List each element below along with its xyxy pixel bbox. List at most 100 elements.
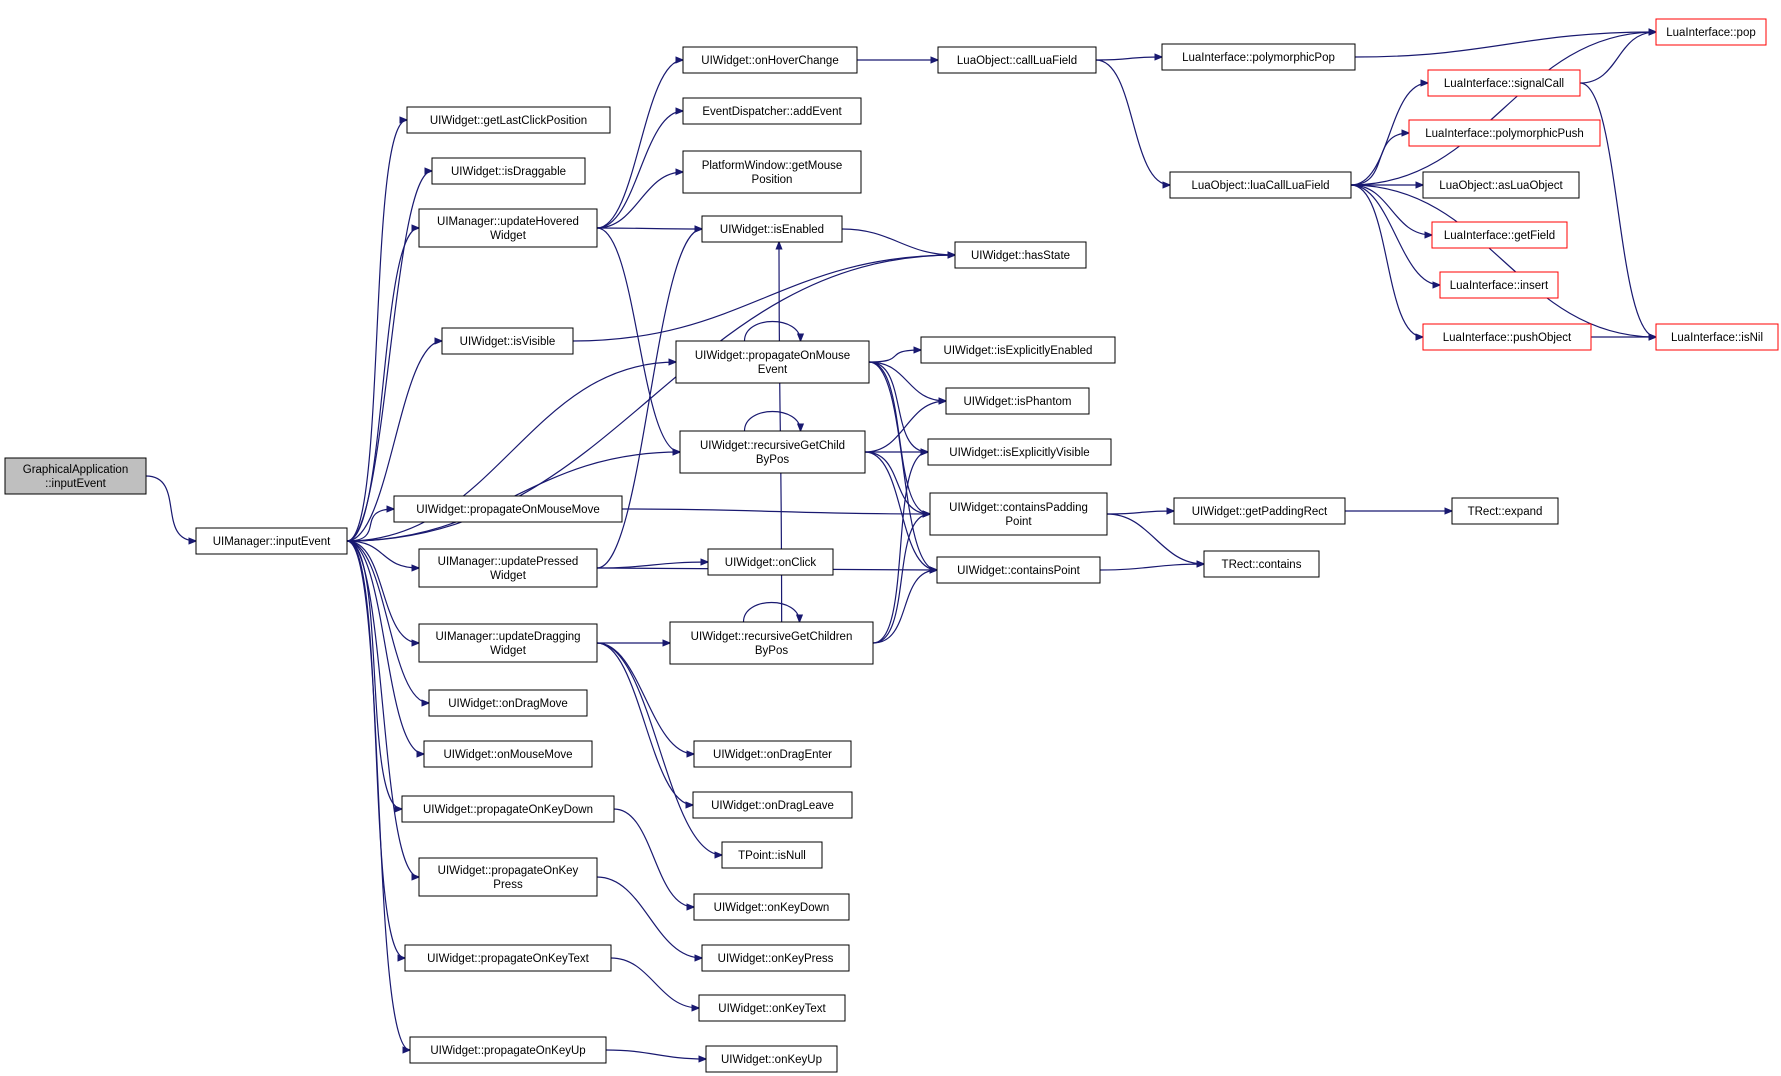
node-n28[interactable]: UIWidget::onKeyText bbox=[698, 994, 846, 1022]
edge-n30-n38 bbox=[1095, 59, 1170, 185]
node-n45[interactable]: LuaInterface::insert bbox=[1439, 271, 1559, 299]
node-n24[interactable]: UIWidget::onDragLeave bbox=[692, 791, 853, 819]
edge-n1-n11 bbox=[346, 540, 402, 809]
node-label: UIManager::updateHovered bbox=[437, 216, 579, 228]
edge-n14-n29 bbox=[605, 1049, 706, 1059]
node-label: LuaInterface::getField bbox=[1444, 230, 1555, 242]
node-n27[interactable]: UIWidget::onKeyPress bbox=[701, 944, 850, 972]
node-n11[interactable]: UIWidget::propagateOnKeyDown bbox=[401, 795, 615, 823]
node-box bbox=[409, 1036, 607, 1064]
edge-n8-n24 bbox=[596, 642, 693, 805]
node-box bbox=[692, 791, 853, 819]
node-label: Event bbox=[758, 364, 788, 376]
node-label: UIWidget::propagateOnKeyDown bbox=[423, 804, 593, 816]
node-n13[interactable]: UIWidget::propagateOnKeyText bbox=[404, 944, 612, 972]
edge-n4-n17 bbox=[596, 172, 683, 229]
edge-n1-n5 bbox=[346, 341, 442, 542]
node-n21[interactable]: UIWidget::onClick bbox=[707, 548, 834, 576]
node-label: TRect::expand bbox=[1468, 506, 1543, 518]
node-n5[interactable]: UIWidget::isVisible bbox=[441, 327, 574, 355]
node-label: UIWidget::isExplicitlyEnabled bbox=[944, 345, 1093, 357]
edge-n30-n37 bbox=[1095, 57, 1162, 60]
node-box bbox=[945, 387, 1090, 415]
node-n16[interactable]: EventDispatcher::addEvent bbox=[682, 97, 862, 125]
edge-n12-n27 bbox=[596, 876, 702, 958]
node-box bbox=[418, 548, 598, 588]
node-label: UIWidget::onClick bbox=[725, 557, 817, 569]
node-n48[interactable]: LuaInterface::pop bbox=[1655, 18, 1767, 46]
node-n14[interactable]: UIWidget::propagateOnKeyUp bbox=[409, 1036, 607, 1064]
node-n10[interactable]: UIWidget::onMouseMove bbox=[423, 740, 593, 768]
node-n37[interactable]: LuaInterface::polymorphicPop bbox=[1161, 43, 1356, 71]
node-n39[interactable]: UIWidget::getPaddingRect bbox=[1173, 497, 1346, 525]
node-n1[interactable]: UIManager::inputEvent bbox=[195, 527, 348, 555]
node-box bbox=[929, 492, 1108, 536]
edge-n1-n9 bbox=[346, 540, 429, 703]
node-box bbox=[1203, 550, 1320, 578]
node-label: UIWidget::isDraggable bbox=[451, 166, 566, 178]
node-box bbox=[669, 621, 874, 665]
node-box bbox=[418, 208, 598, 248]
node-n6[interactable]: UIWidget::propagateOnMouseMove bbox=[393, 495, 623, 523]
node-label: UIWidget::onDragMove bbox=[448, 698, 568, 710]
node-n30[interactable]: LuaObject::callLuaField bbox=[937, 46, 1097, 74]
node-label: UIWidget::propagateOnKeyUp bbox=[430, 1045, 585, 1057]
node-label: Widget bbox=[490, 645, 527, 657]
node-label: UIManager::inputEvent bbox=[213, 536, 331, 548]
node-n23[interactable]: UIWidget::onDragEnter bbox=[693, 740, 852, 768]
node-n18[interactable]: UIWidget::isEnabled bbox=[701, 215, 843, 243]
node-n32[interactable]: UIWidget::isExplicitlyEnabled bbox=[920, 336, 1116, 364]
node-n41[interactable]: LuaInterface::signalCall bbox=[1427, 69, 1581, 97]
node-box bbox=[954, 241, 1087, 269]
node-n25[interactable]: TPoint::isNull bbox=[721, 841, 823, 869]
node-n31[interactable]: UIWidget::hasState bbox=[954, 241, 1087, 269]
node-n40[interactable]: TRect::contains bbox=[1203, 550, 1320, 578]
node-n29[interactable]: UIWidget::onKeyUp bbox=[705, 1045, 838, 1073]
node-n3[interactable]: UIWidget::isDraggable bbox=[431, 157, 586, 185]
edge-n38-n45 bbox=[1350, 184, 1440, 285]
node-box bbox=[431, 157, 586, 185]
node-box bbox=[404, 944, 612, 972]
edge-n4-n20 bbox=[596, 227, 680, 452]
node-n47[interactable]: TRect::expand bbox=[1451, 497, 1559, 525]
node-n36[interactable]: UIWidget::containsPoint bbox=[936, 556, 1101, 584]
node-box bbox=[195, 527, 348, 555]
node-n49[interactable]: LuaInterface::isNil bbox=[1655, 323, 1779, 351]
node-label: Position bbox=[752, 174, 793, 186]
node-label: UIWidget::onMouseMove bbox=[443, 749, 572, 761]
edge-layer bbox=[145, 32, 1656, 1059]
node-box bbox=[707, 548, 834, 576]
node-box bbox=[1439, 271, 1559, 299]
node-n0[interactable]: GraphicalApplication::inputEvent bbox=[4, 457, 147, 495]
node-box bbox=[1408, 119, 1601, 147]
node-n33[interactable]: UIWidget::isPhantom bbox=[945, 387, 1090, 415]
edge-n19-n34 bbox=[868, 361, 928, 452]
node-label: Press bbox=[493, 879, 523, 891]
node-n43[interactable]: LuaObject::asLuaObject bbox=[1422, 171, 1580, 199]
node-n9[interactable]: UIWidget::onDragMove bbox=[428, 689, 588, 717]
node-n2[interactable]: UIWidget::getLastClickPosition bbox=[406, 106, 611, 134]
node-n34[interactable]: UIWidget::isExplicitlyVisible bbox=[927, 438, 1112, 466]
node-label: Widget bbox=[490, 230, 527, 242]
node-box bbox=[1451, 497, 1559, 525]
node-box bbox=[1422, 171, 1580, 199]
node-box bbox=[679, 430, 866, 474]
node-label: LuaInterface::polymorphicPush bbox=[1425, 128, 1584, 140]
node-n38[interactable]: LuaObject::luaCallLuaField bbox=[1169, 171, 1352, 199]
node-n15[interactable]: UIWidget::onHoverChange bbox=[682, 46, 858, 74]
node-n46[interactable]: LuaInterface::pushObject bbox=[1422, 323, 1592, 351]
node-n44[interactable]: LuaInterface::getField bbox=[1431, 221, 1568, 249]
node-n42[interactable]: LuaInterface::polymorphicPush bbox=[1408, 119, 1601, 147]
node-box bbox=[393, 495, 623, 523]
node-label: UIWidget::hasState bbox=[971, 250, 1070, 262]
node-n26[interactable]: UIWidget::onKeyDown bbox=[693, 893, 850, 921]
